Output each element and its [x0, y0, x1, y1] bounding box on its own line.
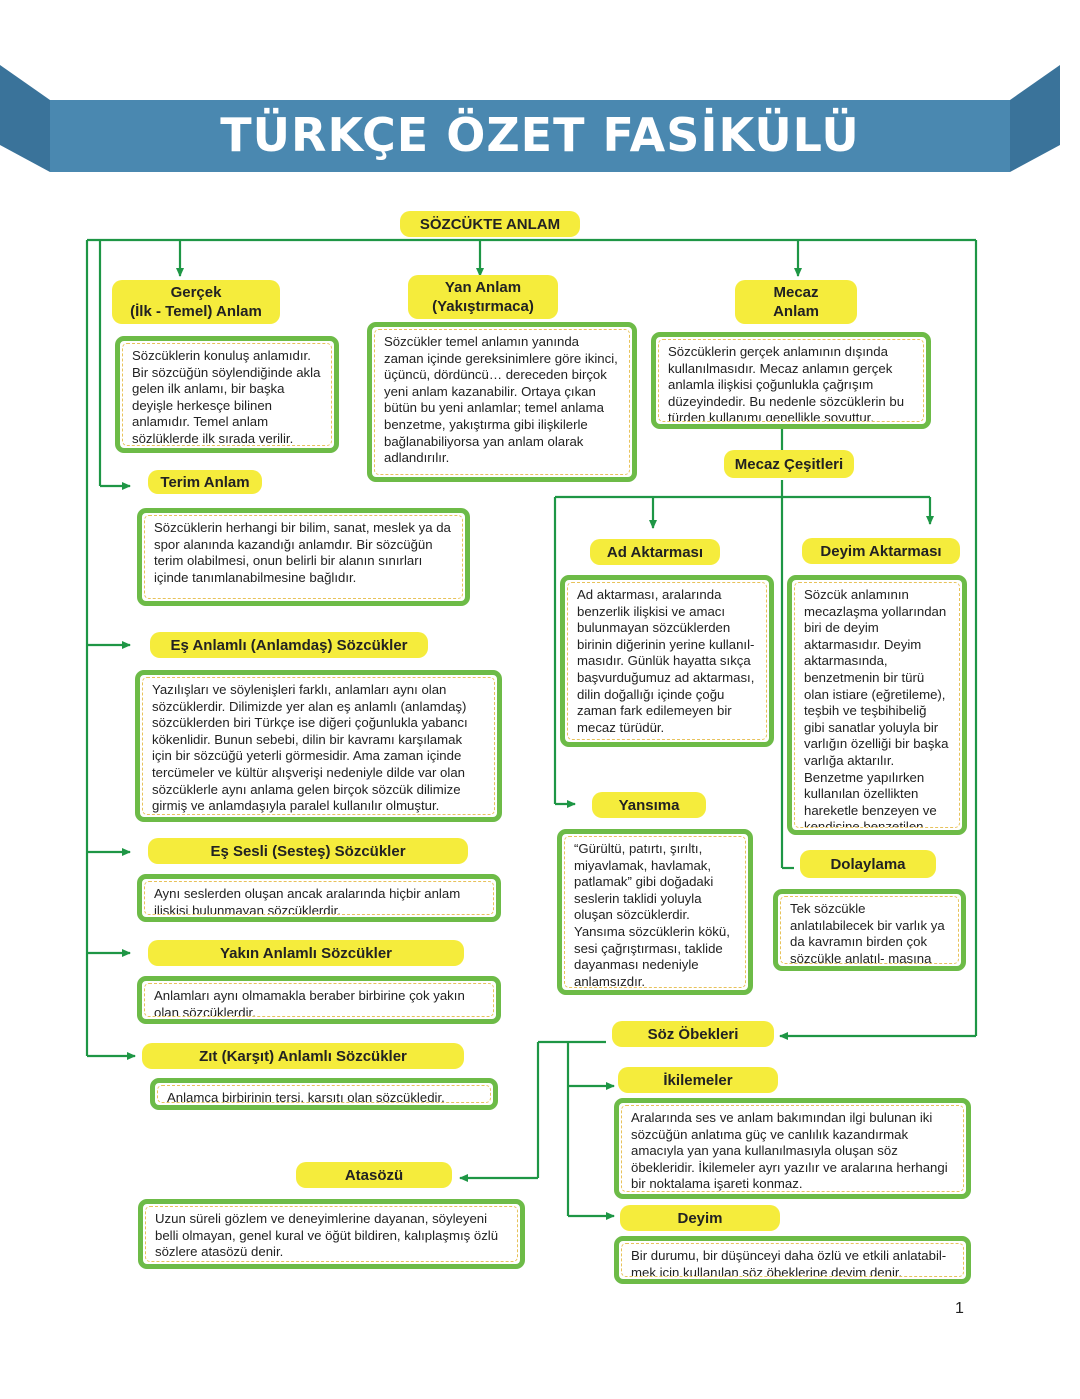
yansima-title: Yansıma [592, 792, 706, 818]
ad-aktarmasi-box: Ad aktarması, aralarında benzerlik ilişk… [560, 575, 774, 747]
yansima-box: “Gürültü, patırtı, şırıltı, miyavlamak, … [557, 829, 753, 995]
ad-aktarmasi-text: Ad aktarması, aralarında benzerlik ilişk… [567, 582, 767, 740]
dolaylama-text: Tek sözcükle anlatılabilecek bir varlık … [780, 896, 959, 964]
yakin-anlamli-title: Yakın Anlamlı Sözcükler [148, 940, 464, 966]
es-anlamli-box: Yazılışları ve söylenişleri farklı, anla… [135, 670, 502, 822]
es-sesli-box: Aynı seslerden oluşan ancak aralarında h… [137, 874, 501, 922]
gercek-anlam-title: Gerçek (İlk - Temel) Anlam [112, 280, 280, 324]
mecaz-anlam-box: Sözcüklerin gerçek anlamının dışında kul… [651, 332, 931, 429]
atasozu-title: Atasözü [296, 1162, 452, 1188]
root-label: SÖZCÜKTE ANLAM [400, 211, 580, 237]
zit-anlamli-text: Anlamca birbirinin tersi, karşıtı olan s… [157, 1085, 491, 1103]
terim-anlam-title: Terim Anlam [148, 470, 262, 494]
es-sesli-title: Eş Sesli (Sesteş) Sözcükler [148, 838, 468, 864]
gercek-anlam-text: Sözcüklerin konuluş anlamıdır. Bir sözcü… [122, 343, 332, 446]
yansima-text: “Gürültü, patırtı, şırıltı, miyavlamak, … [564, 836, 746, 988]
mecaz-anlam-text: Sözcüklerin gerçek anlamının dışında kul… [658, 339, 924, 422]
page-number: 1 [955, 1300, 964, 1317]
deyim-box: Bir durumu, bir düşünceyi daha özlü ve e… [614, 1236, 971, 1284]
ikilemeler-box: Aralarında ses ve anlam bakımından ilgi … [614, 1098, 971, 1199]
deyim-aktarmasi-text: Sözcük anlamının mecazlaşma yollarından … [794, 582, 960, 828]
yakin-anlamli-text: Anlamları aynı olmamakla beraber birbiri… [144, 983, 494, 1017]
mecaz-cesitleri-title: Mecaz Çeşitleri [724, 450, 854, 478]
zit-anlamli-box: Anlamca birbirinin tersi, karşıtı olan s… [150, 1078, 498, 1110]
atasozu-text: Uzun süreli gözlem ve deneyimlerine daya… [145, 1206, 518, 1262]
header-banner [0, 65, 1060, 172]
gercek-anlam-box: Sözcüklerin konuluş anlamıdır. Bir sözcü… [115, 336, 339, 453]
yan-anlam-text: Sözcükler temel anlamın yanında zaman iç… [374, 329, 630, 475]
es-anlamli-title: Eş Anlamlı (Anlamdaş) Sözcükler [150, 632, 428, 658]
terim-anlam-box: Sözcüklerin herhangi bir bilim, sanat, m… [137, 508, 470, 606]
yan-anlam-title: Yan Anlam (Yakıştırmaca) [408, 275, 558, 319]
ad-aktarmasi-title: Ad Aktarması [590, 539, 720, 565]
ikilemeler-title: İkilemeler [618, 1067, 778, 1093]
dolaylama-box: Tek sözcükle anlatılabilecek bir varlık … [773, 889, 966, 971]
page-title: TÜRKÇE ÖZET FASİKÜLÜ [220, 108, 860, 162]
atasozu-box: Uzun süreli gözlem ve deneyimlerine daya… [138, 1199, 525, 1269]
yan-anlam-box: Sözcükler temel anlamın yanında zaman iç… [367, 322, 637, 482]
deyim-text: Bir durumu, bir düşünceyi daha özlü ve e… [621, 1243, 964, 1277]
mecaz-anlam-title: Mecaz Anlam [735, 280, 857, 324]
es-sesli-text: Aynı seslerden oluşan ancak aralarında h… [144, 881, 494, 915]
soz-obekleri-title: Söz Öbekleri [612, 1021, 774, 1047]
terim-anlam-text: Sözcüklerin herhangi bir bilim, sanat, m… [144, 515, 463, 599]
yakin-anlamli-box: Anlamları aynı olmamakla beraber birbiri… [137, 976, 501, 1024]
dolaylama-title: Dolaylama [800, 850, 936, 878]
zit-anlamli-title: Zıt (Karşıt) Anlamlı Sözcükler [142, 1043, 464, 1069]
ikilemeler-text: Aralarında ses ve anlam bakımından ilgi … [621, 1105, 964, 1192]
es-anlamli-text: Yazılışları ve söylenişleri farklı, anla… [142, 677, 495, 815]
deyim-aktarmasi-box: Sözcük anlamının mecazlaşma yollarından … [787, 575, 967, 835]
deyim-aktarmasi-title: Deyim Aktarması [802, 538, 960, 564]
deyim-title: Deyim [620, 1205, 780, 1231]
